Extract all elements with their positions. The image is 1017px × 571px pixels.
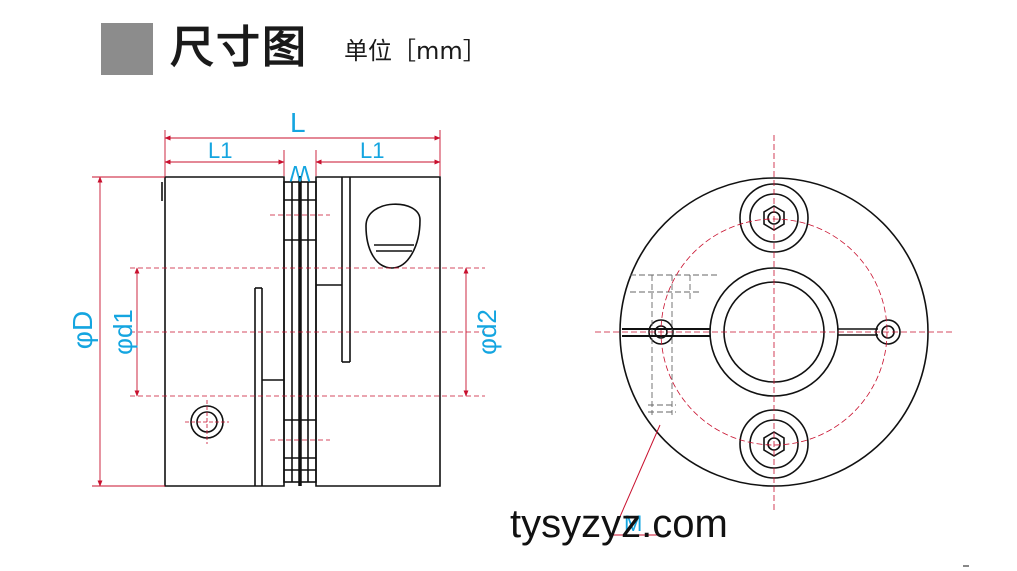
dim-label-L1-right: L1 [360, 138, 384, 163]
side-view [161, 176, 441, 487]
page-title: 尺寸图 [170, 22, 308, 73]
front-view-centerlines [595, 135, 955, 510]
left-hub-outline [164, 176, 285, 487]
unit-label: 单位［mm］ [344, 37, 487, 65]
right-hub-outline [315, 176, 441, 487]
side-view-dimensions: L L1 L1 W φD φd1 φd2 [67, 107, 502, 487]
dim-label-d2: φd2 [472, 309, 502, 355]
dim-label-W: W [289, 161, 310, 186]
dim-label-d1: φd1 [108, 309, 138, 355]
front-view-hidden-lines [630, 274, 720, 415]
header-square-icon [101, 23, 153, 75]
M-leader-line [611, 424, 661, 536]
dim-label-L1-left: L1 [208, 138, 232, 163]
watermark-text: tysyzyz.com [510, 502, 728, 546]
dim-label-D: φD [67, 311, 98, 349]
front-view [619, 177, 929, 487]
side-view-centerlines [130, 214, 485, 441]
dim-label-M: M [624, 511, 642, 536]
right-hub-screw-pocket [365, 203, 421, 269]
dim-label-L: L [290, 107, 306, 138]
front-bore-outer [709, 267, 839, 397]
